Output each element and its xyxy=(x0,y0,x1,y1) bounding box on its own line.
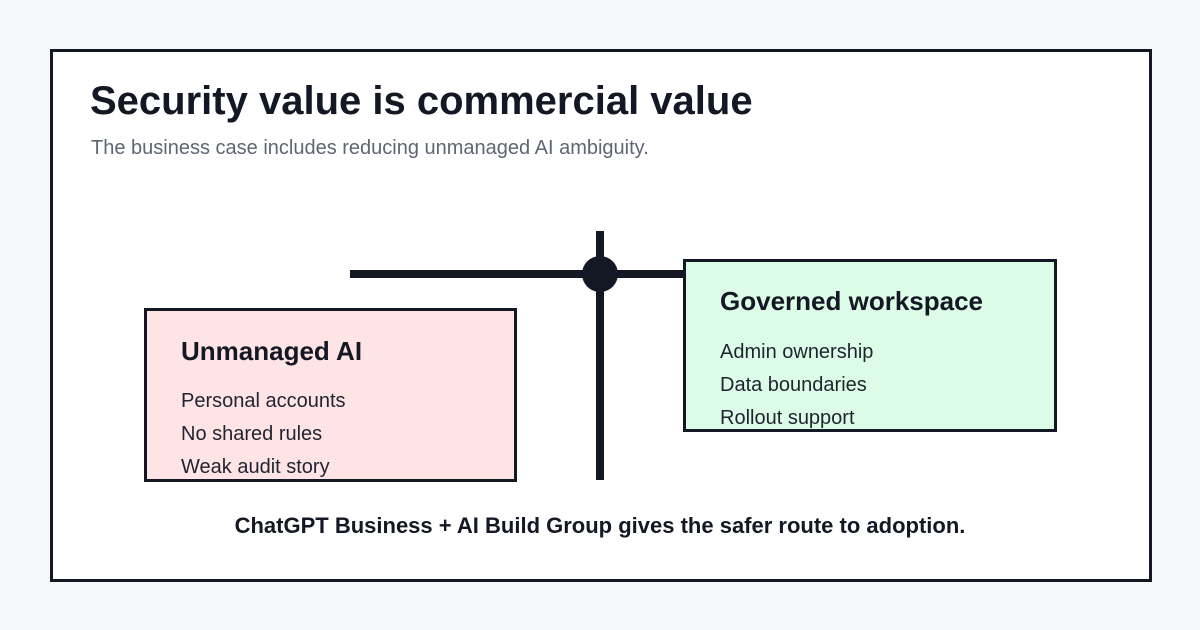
governed-workspace-list: Admin ownership Data boundaries Rollout … xyxy=(720,336,873,435)
page-title: Security value is commercial value xyxy=(90,79,753,123)
page-subtitle: The business case includes reducing unma… xyxy=(91,137,649,159)
list-item: Rollout support xyxy=(720,407,855,429)
list-item: Personal accounts xyxy=(181,390,346,412)
governed-workspace-card: Governed workspace Admin ownership Data … xyxy=(683,259,1057,432)
list-item: Admin ownership xyxy=(720,341,874,363)
unmanaged-ai-heading: Unmanaged AI xyxy=(181,336,363,366)
governed-workspace-heading: Governed workspace xyxy=(720,286,983,316)
list-item: Weak audit story xyxy=(181,456,330,478)
list-item: No shared rules xyxy=(181,423,323,445)
list-item: Data boundaries xyxy=(720,374,867,396)
footer-caption: ChatGPT Business + AI Build Group gives … xyxy=(234,513,966,538)
unmanaged-ai-card: Unmanaged AI Personal accounts No shared… xyxy=(144,308,517,482)
unmanaged-ai-list: Personal accounts No shared rules Weak a… xyxy=(181,385,346,484)
